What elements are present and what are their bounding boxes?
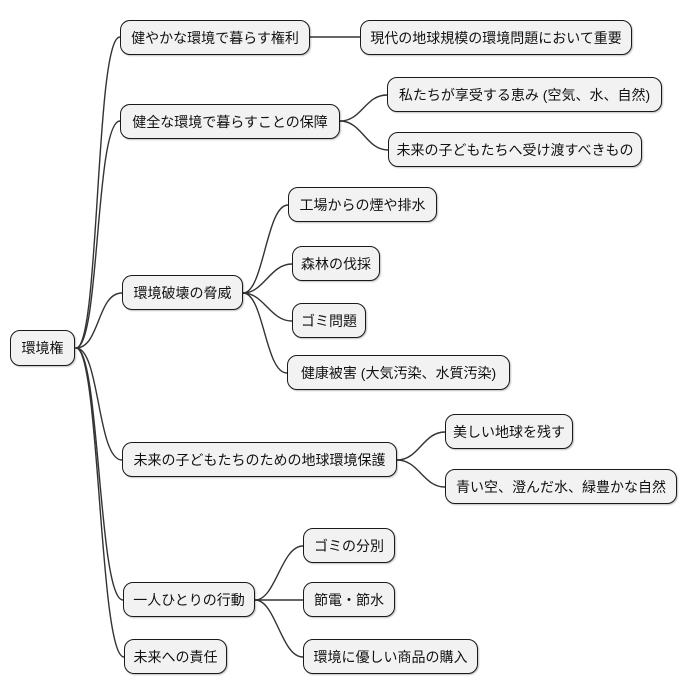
mindmap-node-branch-2-child-1: 森林の伐採 bbox=[292, 246, 380, 281]
connector-branch-1-child-1 bbox=[339, 120, 389, 151]
mindmap-node-branch-2-child-2: ゴミ問題 bbox=[292, 303, 366, 338]
mindmap-node-branch-2-child-0: 工場からの煙や排水 bbox=[288, 187, 437, 222]
mindmap-node-branch-2-child-3: 健康被害 (大気汚染、水質汚染) bbox=[287, 355, 510, 390]
connector-branch-2-child-0 bbox=[242, 204, 289, 294]
mindmap-node-branch-5: 未来への責任 bbox=[124, 639, 227, 674]
mindmap-node-branch-0: 健やかな環境で暮らす権利 bbox=[120, 20, 310, 55]
mindmap-node-branch-1-child-1: 未来の子どもたちへ受け渡すべきもの bbox=[388, 132, 642, 167]
mindmap-node-branch-1: 健全な環境で暮らすことの保障 bbox=[120, 104, 340, 139]
connector-root-branch-0 bbox=[75, 36, 121, 349]
connector-root-branch-5 bbox=[75, 347, 125, 658]
connector-branch-3-child-0 bbox=[396, 431, 446, 461]
mindmap-node-root: 環境権 bbox=[10, 330, 75, 366]
connector-root-branch-4 bbox=[75, 347, 124, 601]
connector-branch-2-child-3 bbox=[242, 292, 288, 374]
connector-branch-2-child-2 bbox=[242, 292, 293, 322]
mindmap-node-branch-4-child-2: 環境に優しい商品の購入 bbox=[303, 639, 478, 674]
connector-branch-1-child-0 bbox=[339, 94, 388, 122]
connector-root-branch-3 bbox=[75, 347, 123, 461]
connector-root-branch-1 bbox=[75, 120, 121, 349]
connector-branch-3-child-1 bbox=[396, 459, 446, 488]
connector-branch-4-child-2 bbox=[254, 599, 304, 658]
mindmap-node-branch-0-child-0: 現代の地球規模の環境問題において重要 bbox=[360, 20, 632, 55]
mindmap-node-branch-4-child-0: ゴミの分別 bbox=[303, 528, 395, 563]
connector-branch-2-child-1 bbox=[242, 263, 293, 294]
mindmap-node-branch-4-child-1: 節電・節水 bbox=[303, 582, 395, 617]
mindmap-node-branch-3-child-1: 青い空、澄んだ水、緑豊かな自然 bbox=[445, 469, 677, 504]
connector-root-branch-2 bbox=[75, 292, 123, 349]
mindmap-node-branch-2: 環境破壊の脅威 bbox=[122, 275, 243, 310]
mindmap-node-branch-3: 未来の子どもたちのための地球環境保護 bbox=[122, 442, 397, 477]
mindmap-node-branch-4: 一人ひとりの行動 bbox=[123, 582, 255, 617]
mindmap-node-branch-1-child-0: 私たちが享受する恵み (空気、水、自然) bbox=[387, 77, 662, 112]
connector-branch-4-child-0 bbox=[254, 545, 304, 601]
mindmap-node-branch-3-child-0: 美しい地球を残す bbox=[445, 414, 573, 449]
